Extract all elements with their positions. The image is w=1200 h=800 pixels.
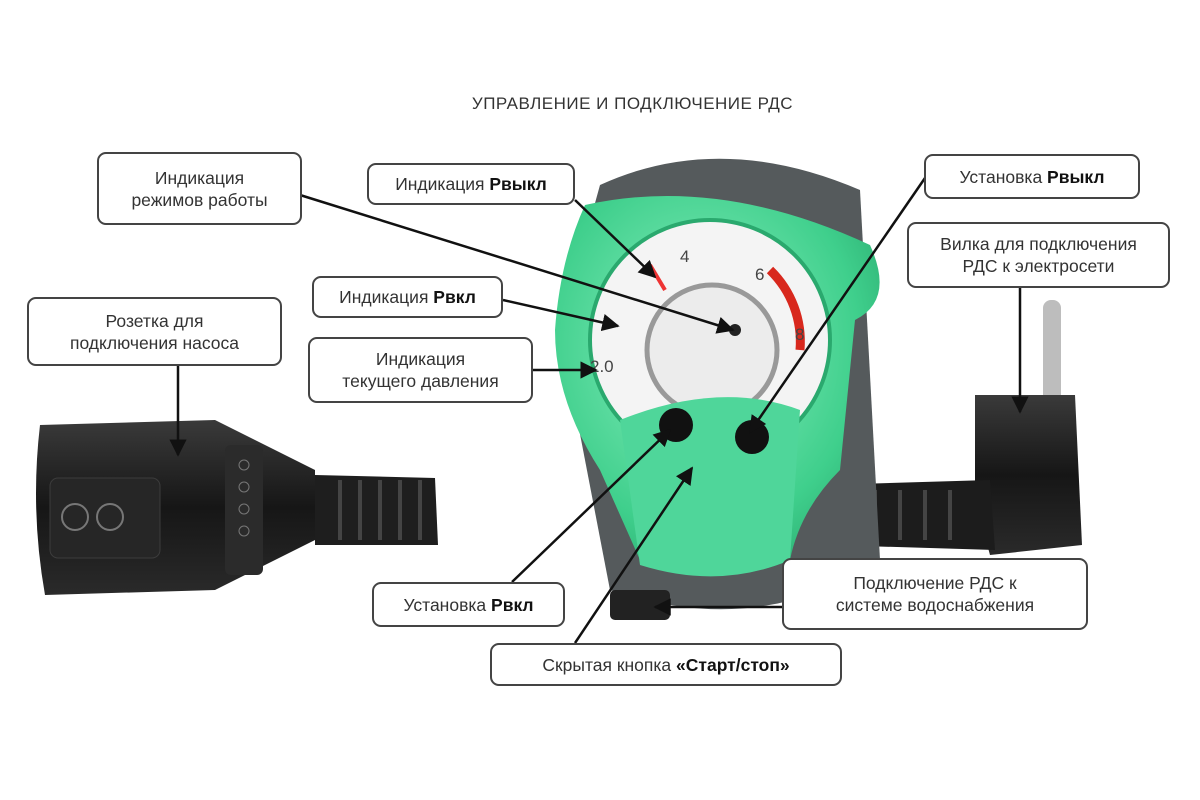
arrow-mode-indication <box>299 193 735 334</box>
gauge-tick: 8 <box>795 325 804 344</box>
label-p-off-setting: Установка Рвыкл <box>924 154 1140 199</box>
callout-arrows <box>169 177 1029 644</box>
arrow-p-on-setting <box>511 428 672 583</box>
pump-socket-photo <box>36 420 438 595</box>
label-line: Индикация <box>375 349 466 369</box>
label-bold: Рвыкл <box>489 174 547 194</box>
pressure-switch-photo: 4 6 8 2.0 <box>555 158 880 620</box>
arrow-p-off-indication <box>574 199 657 279</box>
label-line: Вилка для подключения <box>940 234 1137 254</box>
label-line: Индикация <box>154 167 245 188</box>
label-p-on-setting: Установка Рвкл <box>372 582 565 627</box>
diagram-title: УПРАВЛЕНИЕ И ПОДКЛЮЧЕНИЕ РДС <box>471 94 794 113</box>
label-line: текущего давления <box>342 371 499 391</box>
label-mains-plug: Вилка для подключения РДС к электросети <box>907 222 1170 288</box>
label-mode-indication: Индикация режимов работы <box>97 152 302 225</box>
label-text: Скрытая кнопка <box>542 655 677 675</box>
label-line: системе водоснабжения <box>835 595 1035 615</box>
label-line: подключения насоса <box>69 332 240 353</box>
gauge-tick: 6 <box>755 265 764 284</box>
label-current-pressure: Индикация текущего давления <box>308 337 533 403</box>
gauge-tick: 2.0 <box>590 357 614 376</box>
label-text: Установка <box>959 167 1048 187</box>
label-text: Индикация <box>339 287 434 307</box>
label-bold: Рвкл <box>491 595 534 615</box>
label-line: Подключение РДС к <box>853 573 1017 593</box>
label-line: режимов работы <box>131 189 268 210</box>
label-pump-socket: Розетка для подключения насоса <box>27 297 282 366</box>
label-line: Розетка для <box>105 310 204 331</box>
label-line: РДС к электросети <box>962 256 1115 276</box>
label-bold: «Старт/стоп» <box>676 655 790 675</box>
label-p-off-indication: Индикация Рвыкл <box>367 163 575 205</box>
label-water-connection: Подключение РДС к системе водоснабжения <box>782 558 1088 630</box>
label-p-on-indication: Индикация Рвкл <box>312 276 503 318</box>
label-text: Установка <box>403 595 492 615</box>
gauge-tick: 4 <box>680 247 689 266</box>
label-bold: Рвкл <box>433 287 476 307</box>
label-text: Индикация <box>395 174 490 194</box>
arrow-hidden-button <box>573 466 694 644</box>
arrow-p-off-setting <box>748 177 927 434</box>
label-hidden-button: Скрытая кнопка «Старт/стоп» <box>490 643 842 686</box>
label-bold: Рвыкл <box>1047 167 1105 187</box>
arrow-p-on-indication <box>502 298 620 332</box>
